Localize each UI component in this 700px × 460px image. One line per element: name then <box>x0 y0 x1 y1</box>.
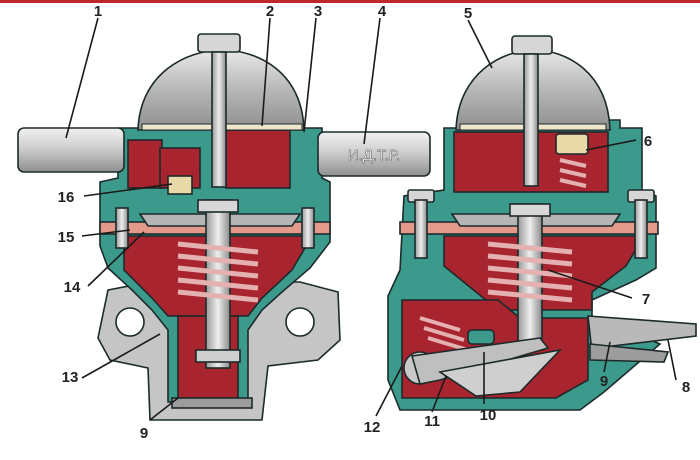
right-lever-spring <box>419 316 469 352</box>
left-diaphragm-spring <box>177 241 259 303</box>
callout-13: 13 <box>62 369 79 386</box>
callout-8: 8 <box>682 379 690 396</box>
left-rod-cap <box>197 199 239 213</box>
left-inlet-chamber <box>127 139 163 189</box>
left-top-bolt-shank <box>211 51 227 188</box>
left-flange-hole-right <box>285 307 315 337</box>
left-inlet-pipe <box>17 127 125 173</box>
callout-14: 14 <box>64 279 81 296</box>
right-pump-section <box>387 35 697 411</box>
left-pump-section: И.Д.Т.Р. <box>17 33 431 421</box>
left-rod-lower-cup <box>195 349 241 363</box>
right-top-bolt-head <box>511 35 553 55</box>
callout-1: 1 <box>94 3 102 20</box>
callout-3: 3 <box>314 3 322 20</box>
callout-2: 2 <box>266 3 274 20</box>
callout-16: 16 <box>58 189 75 206</box>
callout-7: 7 <box>642 291 650 308</box>
right-outlet-valve <box>555 133 589 155</box>
outlet-pipe <box>317 131 431 177</box>
right-diaphragm-spring <box>487 241 573 303</box>
callout-9-left: 9 <box>140 425 148 442</box>
leader-lines <box>65 17 677 421</box>
left-top-bolt-head <box>197 33 241 53</box>
right-lever-pad <box>467 329 495 345</box>
top-accent-bar <box>0 0 700 3</box>
callout-11: 11 <box>424 413 440 430</box>
left-inlet-valve <box>167 175 193 195</box>
callout-6: 6 <box>644 133 652 150</box>
callout-labels: 1 2 3 4 5 6 7 8 9 9 10 11 12 13 14 15 16 <box>58 3 691 442</box>
callout-10: 10 <box>480 407 497 424</box>
right-side-bolt-right <box>634 199 648 259</box>
outlet-pipe-marking: И.Д.Т.Р. <box>348 147 400 164</box>
right-top-bolt-shank <box>523 53 539 187</box>
callout-5: 5 <box>464 5 472 22</box>
left-flange-hole-left <box>115 307 145 337</box>
right-rod-cap <box>509 203 551 217</box>
left-upper-fuel-chamber <box>225 129 291 189</box>
right-valve-spring <box>559 158 587 188</box>
left-side-bolt-left <box>115 207 129 249</box>
callout-4: 4 <box>378 3 387 20</box>
left-side-bolt-right <box>301 207 315 249</box>
left-pusher-lower <box>171 397 253 409</box>
right-pump-rod <box>517 203 543 351</box>
callout-9-right: 9 <box>600 373 608 390</box>
right-side-bolt-left <box>414 199 428 259</box>
callout-12: 12 <box>364 419 381 436</box>
right-lever-arm <box>437 348 563 397</box>
callout-15: 15 <box>58 229 75 246</box>
